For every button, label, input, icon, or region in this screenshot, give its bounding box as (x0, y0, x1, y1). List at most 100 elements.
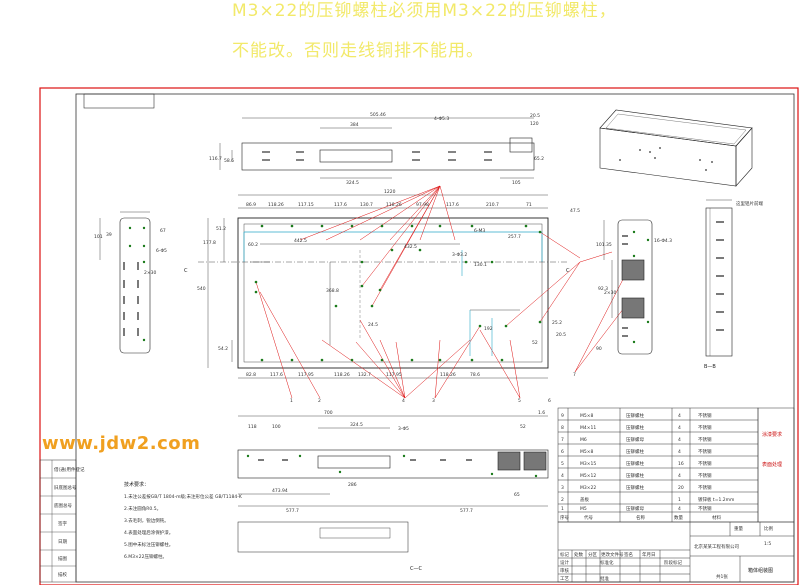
outer-frame (39, 87, 799, 585)
dim-label: 6-Φ5 (156, 248, 167, 254)
svg-text:标记: 标记 (560, 551, 569, 558)
svg-text:压铆螺柱: 压铆螺柱 (626, 460, 644, 467)
left-side-view (99, 211, 151, 354)
svg-text:数量: 数量 (674, 514, 683, 521)
right-view (603, 219, 653, 355)
svg-text:130.1: 130.1 (474, 262, 487, 268)
dim-label: 120 (530, 121, 539, 127)
svg-text:7: 7 (573, 372, 576, 378)
svg-text:M6: M6 (580, 437, 587, 443)
isometric-view (599, 109, 753, 187)
drawing-number-box (83, 93, 155, 109)
dim-label: 58.6 (224, 158, 234, 164)
tech-item: 3.去毛刺，锐边倒钝。 (124, 517, 169, 524)
dim-label: 52 (520, 424, 526, 430)
strip-label: 日期 (58, 539, 67, 545)
tech-requirements: 技术要求： 1.未注公差按GB/T 1804-m级;未注形位公差 GB/T118… (124, 481, 243, 560)
svg-text:压铆螺母: 压铆螺母 (626, 505, 644, 512)
inner-frame (75, 93, 795, 583)
svg-text:4: 4 (678, 506, 681, 512)
svg-text:118.26: 118.26 (268, 202, 284, 208)
dim-label: 100 (272, 424, 281, 430)
svg-text:257.7: 257.7 (508, 234, 521, 240)
svg-text:20.5: 20.5 (556, 332, 566, 338)
svg-text:不锈钢: 不锈钢 (698, 472, 712, 479)
strip-label: 描校 (58, 571, 67, 578)
red-note: 涂漆要求 (762, 431, 782, 438)
svg-text:4: 4 (678, 449, 681, 455)
drawing-title: 箱体组装图 (748, 567, 773, 574)
svg-text:3: 3 (432, 398, 435, 404)
dim-label: 65 (514, 492, 520, 498)
dim-label: 700 (324, 410, 333, 416)
svg-text:117.6: 117.6 (270, 372, 283, 378)
ratio-label: 比例 (764, 525, 773, 532)
front-top-dims: 86.9 118.26 117.15 117.6 130.7 118.26 97… (246, 202, 532, 208)
svg-text:序号: 序号 (560, 514, 569, 521)
front-left-dims: 540 177.8 51.2 60.2 54.2 (197, 226, 258, 352)
svg-text:24.5: 24.5 (368, 322, 378, 328)
svg-text:177.8: 177.8 (203, 240, 216, 246)
svg-text:代号: 代号 (584, 514, 593, 521)
dim-label: 505.46 (370, 112, 386, 118)
strip-label: 底图总号 (54, 502, 72, 509)
dim-label: 473.94 (272, 488, 288, 494)
svg-text:不锈钢: 不锈钢 (698, 448, 712, 455)
weight-label: 重量 (734, 525, 743, 532)
section-c-label: C—C (410, 566, 422, 572)
svg-text:20: 20 (678, 485, 684, 491)
dim-label: 101 (94, 234, 103, 240)
dim-label: 105 (512, 180, 521, 186)
svg-text:97.98: 97.98 (416, 202, 429, 208)
svg-text:M5: M5 (580, 506, 587, 512)
svg-text:镀锌板 t=1.2mm: 镀锌板 t=1.2mm (698, 496, 734, 503)
svg-text:压铆螺母: 压铆螺母 (626, 436, 644, 443)
svg-text:51.2: 51.2 (216, 226, 226, 232)
tech-title: 技术要求： (124, 481, 149, 488)
overall-dim: 1220 (384, 189, 396, 195)
svg-text:4: 4 (561, 473, 564, 479)
front-inner-dims: 442.5 432.5 3-Φ3.2 257.7 6-M3 368.8 24.5… (294, 228, 566, 346)
svg-text:118.26: 118.26 (386, 202, 402, 208)
svg-text:工艺: 工艺 (560, 576, 569, 582)
warning-note-line2: 不能改。否则走线铜排不能用。 (232, 41, 484, 61)
bottom-view (237, 415, 549, 553)
svg-text:签名: 签名 (624, 551, 633, 558)
svg-text:132.7: 132.7 (358, 372, 371, 378)
warning-note-line1: M3×22的压铆螺柱必须用M3×22的压铆螺柱， (232, 1, 617, 21)
svg-text:不锈钢: 不锈钢 (698, 436, 712, 443)
company-name: 北京某某工程有限公司 (694, 543, 739, 550)
svg-text:M3×15: M3×15 (580, 461, 596, 467)
bom-header: 序号代号名称数量材料 (560, 514, 721, 521)
section-mark-right: C (566, 268, 570, 274)
watermark-url: www.jdw2.com (42, 433, 201, 454)
dim-label: 2×30 (604, 290, 616, 296)
tech-item: 5.图中未标注压铆螺柱。 (124, 541, 173, 548)
svg-text:368.8: 368.8 (326, 288, 339, 294)
svg-text:M5×12: M5×12 (580, 473, 596, 479)
svg-text:117.95: 117.95 (386, 372, 402, 378)
svg-text:8: 8 (561, 425, 564, 431)
svg-text:78.6: 78.6 (470, 372, 480, 378)
svg-text:71: 71 (526, 202, 532, 208)
svg-text:M5×8: M5×8 (580, 413, 594, 419)
svg-text:设计: 设计 (560, 559, 569, 566)
svg-text:117.95: 117.95 (298, 372, 314, 378)
front-bottom-dims: 82.8 117.6 117.95 118.26 132.7 117.95 11… (246, 372, 480, 378)
svg-text:16: 16 (678, 461, 684, 467)
svg-text:60.2: 60.2 (248, 242, 258, 248)
left-strip: 借(通)用件登记 旧底图总号 底图总号 签字 日期 描图 描校 (39, 459, 85, 583)
strip-label: 旧底图总号 (54, 484, 77, 491)
svg-text:不锈钢: 不锈钢 (698, 484, 712, 491)
front-view (198, 185, 633, 399)
dim-label: 118 (248, 424, 257, 430)
dim-label: 384 (350, 122, 359, 128)
dim-label: 1.6 (538, 410, 545, 416)
svg-text:批准: 批准 (600, 575, 609, 582)
svg-text:压铆螺柱: 压铆螺柱 (626, 472, 644, 479)
